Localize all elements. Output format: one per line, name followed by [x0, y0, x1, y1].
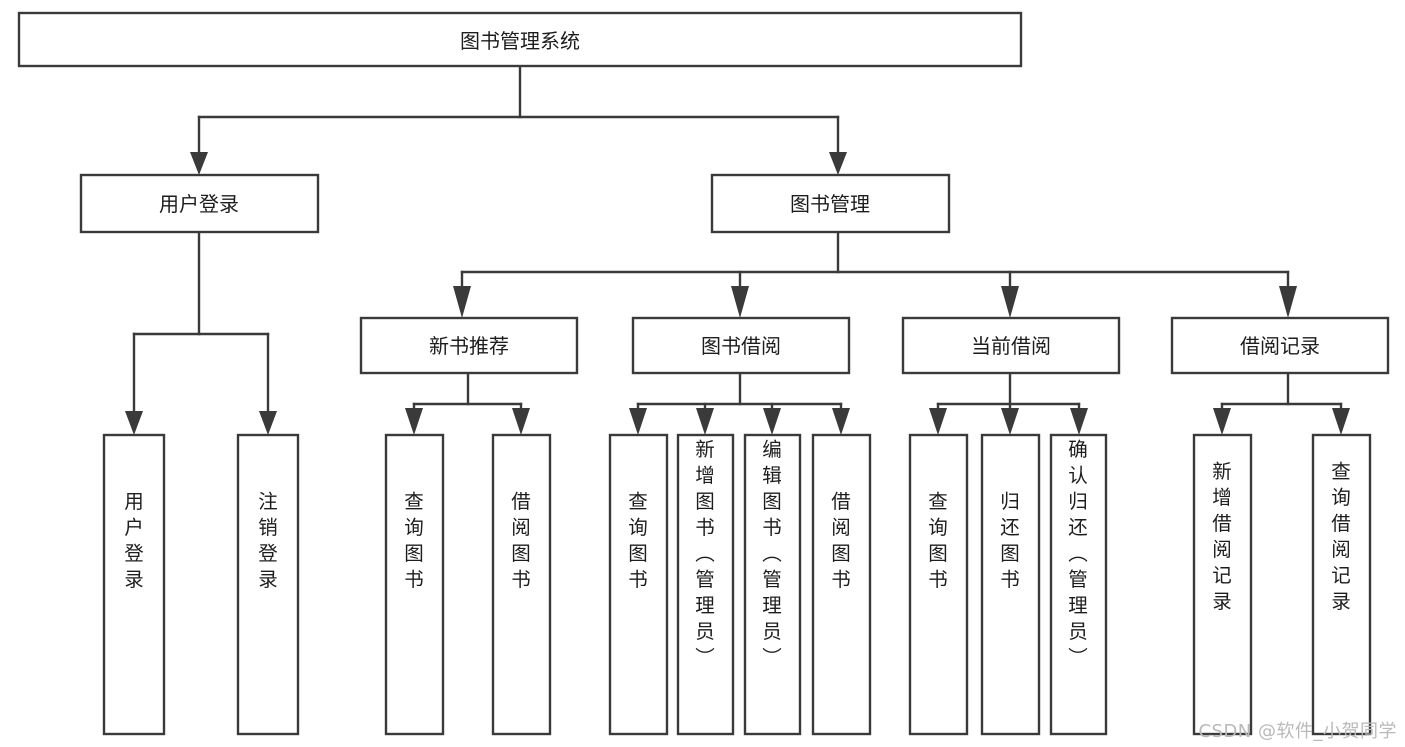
node-current-borrow-box[interactable]	[901, 316, 1121, 375]
leaf-query-book-current-label: 查询图书	[928, 490, 948, 591]
node-user-login[interactable]: 用户登录	[79, 173, 320, 234]
leaf-confirm-return-box[interactable]	[1049, 433, 1108, 736]
leaf-borrow-book-recommend-box[interactable]	[491, 433, 552, 736]
leaf-edit-book[interactable]: 编辑图书︵管理员︶	[743, 433, 802, 736]
leaf-add-book-box[interactable]	[676, 433, 735, 736]
node-root-box[interactable]	[17, 11, 1023, 68]
leaf-return-book[interactable]: 归还图书	[980, 433, 1041, 736]
leaf-borrow-book-recommend[interactable]: 借阅图书	[491, 433, 552, 736]
leaf-user-login-label: 用户登录	[124, 490, 144, 591]
node-book-borrow[interactable]: 图书借阅	[631, 316, 851, 375]
arrow-to-leaf-borrow-book-1	[512, 408, 530, 435]
leaf-add-borrow-record[interactable]: 新增借阅记录	[1192, 433, 1253, 736]
node-book-management-label: 图书管理	[790, 192, 870, 216]
leaf-borrow-book-recommend-label: 借阅图书	[511, 490, 531, 591]
leaf-confirm-return[interactable]: 确认归还︵管理员︶	[1049, 433, 1108, 736]
arrow-to-leaf-add-record	[1213, 408, 1231, 435]
leaf-confirm-return-label: 确认归还︵管理员︶	[1068, 438, 1088, 669]
node-user-login-box[interactable]	[79, 173, 320, 234]
node-borrow-record[interactable]: 借阅记录	[1170, 316, 1390, 375]
leaf-query-borrow-record-box[interactable]	[1311, 433, 1372, 736]
arrow-to-leaf-add-book	[696, 408, 714, 435]
leaf-return-book-label: 归还图书	[1000, 490, 1020, 591]
leaf-add-borrow-record-label: 新增借阅记录	[1212, 460, 1232, 613]
arrow-to-leaf-user-login	[125, 411, 143, 435]
node-borrow-record-box[interactable]	[1170, 316, 1390, 375]
leaf-user-login[interactable]: 用户登录	[102, 433, 166, 736]
leaf-logout[interactable]: 注销登录	[236, 433, 300, 736]
leaf-logout-box[interactable]	[236, 433, 300, 736]
leaf-borrow-book-box[interactable]	[811, 433, 872, 736]
node-borrow-record-label: 借阅记录	[1240, 334, 1320, 358]
leaf-query-book-borrow[interactable]: 查询图书	[608, 433, 669, 736]
leaf-query-borrow-record[interactable]: 查询借阅记录	[1311, 433, 1372, 736]
arrow-to-new-book-recommend	[453, 286, 471, 318]
node-user-login-label: 用户登录	[159, 192, 239, 216]
leaf-return-book-box[interactable]	[980, 433, 1041, 736]
leaf-logout-label: 注销登录	[258, 490, 278, 591]
leaf-borrow-book[interactable]: 借阅图书	[811, 433, 872, 736]
connector-layer	[125, 64, 1350, 435]
node-book-management[interactable]: 图书管理	[710, 173, 951, 234]
arrow-to-leaf-query-record	[1332, 408, 1350, 435]
node-root-label: 图书管理系统	[460, 29, 580, 53]
leaf-query-borrow-record-label: 查询借阅记录	[1331, 460, 1351, 613]
node-book-borrow-label: 图书借阅	[701, 334, 781, 358]
leaf-edit-book-label: 编辑图书︵管理员︶	[762, 438, 782, 669]
arrow-to-borrow-record	[1279, 286, 1297, 318]
leaf-add-book[interactable]: 新增图书︵管理员︶	[676, 433, 735, 736]
node-book-borrow-box[interactable]	[631, 316, 851, 375]
leaf-query-book-recommend-box[interactable]	[384, 433, 445, 736]
arrow-to-book-mgmt	[829, 152, 847, 175]
node-new-book-recommend[interactable]: 新书推荐	[359, 316, 579, 375]
leaf-user-login-box[interactable]	[102, 433, 166, 736]
arrow-to-leaf-borrow-book-2	[832, 408, 850, 435]
leaf-add-book-label: 新增图书︵管理员︶	[695, 438, 715, 669]
arrow-to-leaf-edit-book	[763, 408, 781, 435]
leaf-borrow-book-label: 借阅图书	[831, 490, 851, 591]
arrow-to-leaf-confirm-return	[1070, 408, 1088, 435]
leaf-query-book-borrow-box[interactable]	[608, 433, 669, 736]
leaf-query-book-borrow-label: 查询图书	[628, 490, 648, 591]
leaf-query-book-recommend-label: 查询图书	[404, 490, 424, 591]
node-book-management-box[interactable]	[710, 173, 951, 234]
arrow-to-user-login	[190, 152, 208, 175]
leaf-query-book-current[interactable]: 查询图书	[908, 433, 969, 736]
node-new-book-recommend-box[interactable]	[359, 316, 579, 375]
arrow-to-book-borrow	[731, 286, 749, 318]
leaf-edit-book-box[interactable]	[743, 433, 802, 736]
node-current-borrow-label: 当前借阅	[971, 334, 1051, 358]
leaf-query-book-recommend[interactable]: 查询图书	[384, 433, 445, 736]
node-root[interactable]: 图书管理系统	[17, 11, 1023, 68]
arrow-to-leaf-query-book-3	[929, 408, 947, 435]
node-current-borrow[interactable]: 当前借阅	[901, 316, 1121, 375]
arrow-to-current-borrow	[1001, 286, 1019, 318]
node-new-book-recommend-label: 新书推荐	[429, 334, 509, 358]
leaf-query-book-current-box[interactable]	[908, 433, 969, 736]
arrow-to-leaf-query-book-1	[405, 408, 423, 435]
leaf-add-borrow-record-box[interactable]	[1192, 433, 1253, 736]
arrow-to-leaf-return-book	[1001, 408, 1019, 435]
arrow-to-leaf-logout	[259, 411, 277, 435]
arrow-to-leaf-query-book-2	[629, 408, 647, 435]
